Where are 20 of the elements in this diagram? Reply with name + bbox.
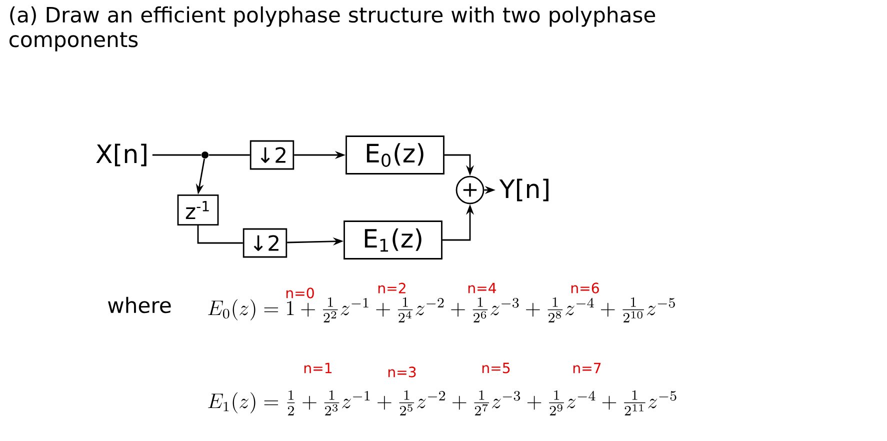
title: (a) Draw an efficient polyphase structure with two polyphase components [10, 6, 656, 52]
junction-dot [202, 152, 209, 159]
index-label: n=4 [468, 282, 496, 294]
downsampler-box: ↓2 [242, 228, 288, 258]
index-label: n=3 [388, 366, 416, 378]
index-label: n=0 [286, 288, 314, 298]
index-label: n=6 [571, 282, 599, 294]
downsampler-box: ↓2 [250, 140, 294, 170]
signal-label: X[n] [96, 144, 146, 166]
signal-label: Y[n] [499, 178, 548, 202]
filter-box: E$_{0}$(z) [346, 136, 444, 174]
word-label: where [108, 296, 171, 314]
equation: $E_1(z) = \frac{1}{2} + \frac{1}{2^3}z^{-1} + \frac{1}{2^5}z^{-2} + \frac{1}{2^7}z^{-3} + \frac{1}{2^9}z^{-4} + \frac{1}{2^{11}}z^{-5}$ [208, 390, 676, 416]
equation: $E_0(z) = 1 + \frac{1}{2^2}z^{-1} + \frac{1}{2^4}z^{-2} + \frac{1}{2^6}z^{-3} + \frac{1}{2^8}z^{-4} + \frac{1}{2^{10}}z^{-5}$ [208, 297, 675, 322]
index-label: n=5 [482, 362, 510, 374]
filter-box: E$_{1}$(z) [344, 220, 442, 260]
index-label: n=1 [304, 362, 332, 374]
delay-box: z$^{-1}$ [177, 194, 219, 226]
index-label: n=7 [573, 362, 601, 374]
index-label: n=2 [378, 282, 406, 294]
